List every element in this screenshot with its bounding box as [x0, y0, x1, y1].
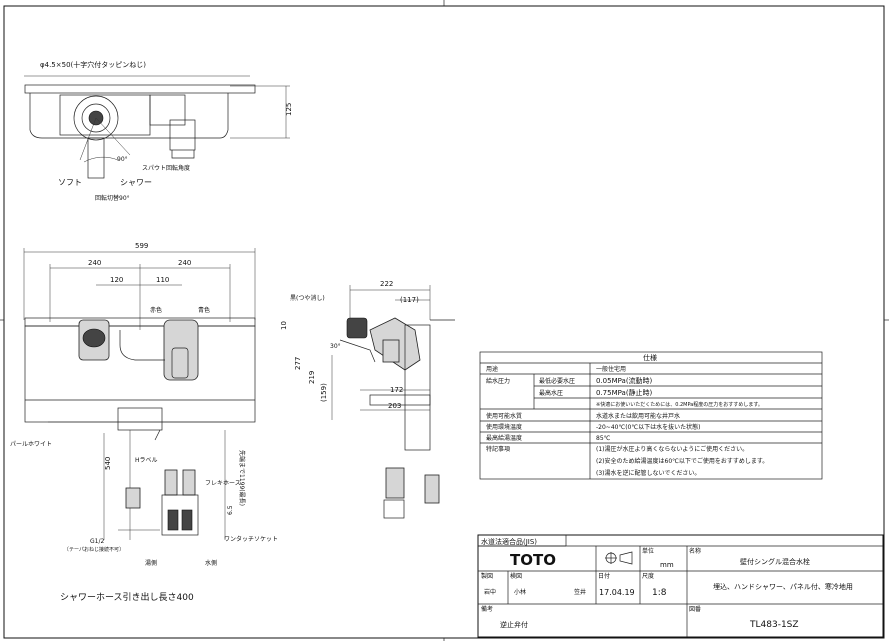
- screw-note: φ4.5×50(十字穴付タッピンねじ): [40, 60, 146, 69]
- switch-note: 回転切替90°: [95, 194, 130, 202]
- check-label: 検図: [510, 572, 522, 580]
- dim-110: 110: [156, 276, 169, 284]
- spec-value: (3)湯水を逆に配管しないでください。: [596, 469, 700, 477]
- gloss-note: 黒(つや消し): [290, 294, 325, 302]
- drawing-border: [3, 5, 885, 639]
- date-value: 17.04.19: [599, 588, 635, 597]
- made-name: 岩中: [484, 588, 496, 596]
- scale-value: 1:8: [652, 588, 667, 598]
- spec-subkey: 最高水圧: [539, 389, 563, 397]
- spec-key: 使用環境温度: [486, 423, 522, 431]
- pearl-white-label: パールホワイト: [10, 441, 52, 448]
- unit-label: 単位: [642, 547, 654, 555]
- spout-note: スパウト回転角度: [142, 164, 190, 172]
- spec-value: 0.05MPa(流動時): [596, 376, 653, 385]
- spec-subkey: 最低必要水圧: [539, 377, 575, 385]
- lever-note: 先端まで1199(最長): [238, 450, 246, 506]
- one-touch-label: ワンタッチソケット: [224, 535, 278, 543]
- dim-277: 277: [294, 357, 302, 370]
- hot-side-label: 湯側: [145, 559, 157, 567]
- spec-key: 給水圧力: [486, 377, 510, 385]
- name-label: 名称: [689, 547, 701, 555]
- description: 埋込、ハンドシャワー、パネル付、寒冷地用: [713, 582, 853, 591]
- spec-title: 仕様: [643, 353, 657, 362]
- dim-height-125: 125: [285, 103, 293, 116]
- drawing-label: 図番: [689, 606, 701, 613]
- spec-value: -20~40℃(0℃以下は水を抜いた状態): [596, 423, 700, 431]
- dim-203: 203: [388, 402, 401, 410]
- dim-30: 30°: [330, 343, 341, 350]
- spec-value: ※快適にお使いいただくためには、0.2MPa程度の圧力をおすすめします。: [596, 401, 763, 408]
- flex-hose-label: フレキホース: [205, 480, 241, 487]
- check-name-2: 笠井: [574, 588, 586, 596]
- jis-label: 水道法適合品(JIS): [481, 537, 537, 546]
- soft-label: ソフト: [58, 178, 82, 187]
- spec-key: 用途: [486, 365, 498, 373]
- note-label: 備考: [481, 605, 493, 613]
- h-label: Hラベル: [135, 457, 158, 464]
- unit-value: mm: [660, 561, 674, 569]
- product-name: 壁付シングル混合水栓: [740, 557, 810, 566]
- dim-117: (117): [400, 296, 419, 304]
- spec-key: 最高給湯温度: [486, 434, 522, 442]
- brand-logo: TOTO: [510, 551, 556, 569]
- dim-222: 222: [380, 280, 393, 288]
- shower-label: シャワー: [120, 178, 152, 187]
- dim-6-5: 6.5: [227, 505, 234, 515]
- dim-540: 540: [104, 457, 112, 470]
- label-red: 赤色: [150, 306, 162, 314]
- dim-599: 599: [135, 242, 148, 250]
- spec-key: 特記事項: [486, 445, 510, 453]
- g-thread-label: G1/2: [90, 538, 104, 545]
- check-name-1: 小林: [514, 588, 526, 596]
- water-side-label: 水側: [205, 559, 217, 567]
- made-label: 製図: [481, 572, 493, 580]
- spec-value: 一般住宅用: [596, 365, 626, 373]
- dim-219: 219: [308, 371, 316, 384]
- side-view: [331, 285, 455, 519]
- spec-value: (1)湯圧が水圧より高くならないようにご使用ください。: [596, 445, 748, 453]
- top-view: [24, 75, 290, 179]
- angle-note: 90°: [117, 156, 128, 163]
- spec-key: 使用可能水質: [486, 412, 522, 420]
- drawing-number: TL483-1SZ: [749, 620, 799, 630]
- spec-value: (2)安全のため給湯温度は60℃以下でご使用をおすすめします。: [596, 457, 768, 465]
- g-thread-note: 〔テーパおねじ接続不可〕: [64, 546, 124, 553]
- spec-value: 0.75MPa(静止時): [596, 388, 653, 397]
- front-view: [23, 248, 256, 540]
- dim-240-right: 240: [178, 259, 191, 267]
- spec-value: 85℃: [596, 435, 611, 442]
- dim-172: 172: [390, 386, 403, 394]
- dim-120: 120: [110, 276, 123, 284]
- title-block: [477, 534, 884, 638]
- scale-label: 尺度: [642, 572, 654, 580]
- date-label: 日付: [598, 572, 610, 580]
- spec-table: [479, 351, 823, 480]
- dim-240-left: 240: [88, 259, 101, 267]
- dim-159: (159): [320, 383, 328, 402]
- note-value: 逆止弁付: [500, 620, 528, 629]
- label-blue: 青色: [198, 306, 210, 314]
- hose-note: シャワーホース引き出し長さ400: [60, 591, 194, 603]
- dim-10: 10: [280, 321, 288, 330]
- spec-value: 水道水または飲用可能な井戸水: [596, 412, 680, 420]
